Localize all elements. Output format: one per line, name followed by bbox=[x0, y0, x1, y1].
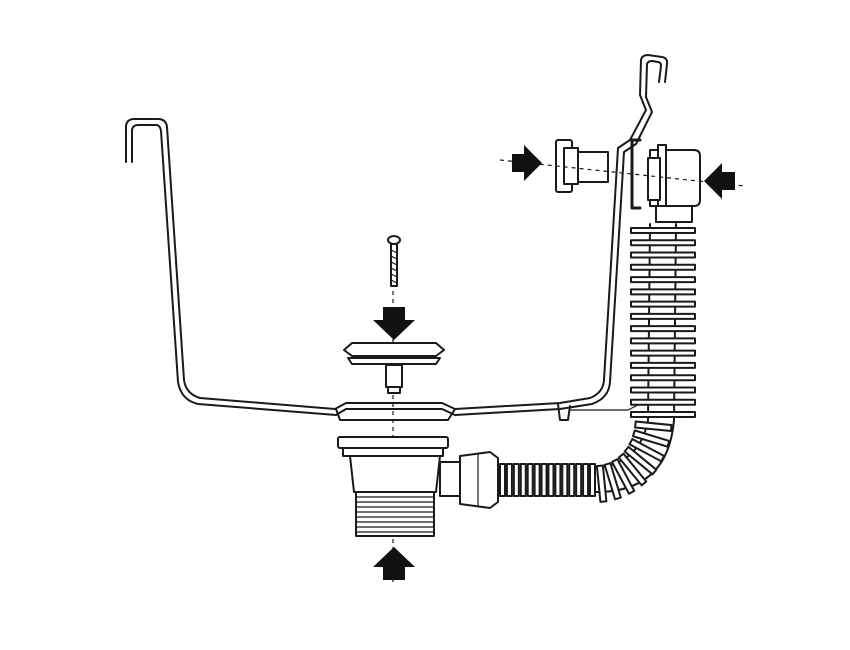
hose-ring bbox=[630, 349, 696, 357]
hose-ring bbox=[630, 398, 696, 406]
hose-ring bbox=[512, 463, 520, 497]
hose-ring bbox=[630, 337, 696, 345]
strainer-plug bbox=[343, 342, 445, 394]
sink-basin bbox=[125, 54, 669, 421]
hose-ring bbox=[540, 463, 548, 497]
arrow-right-overflow-cap-icon bbox=[512, 145, 542, 181]
hose-ring bbox=[630, 276, 696, 284]
hose-ring bbox=[611, 458, 636, 495]
hose-ring bbox=[630, 386, 696, 394]
overflow-cap bbox=[555, 139, 609, 193]
hose-ring bbox=[547, 463, 555, 497]
hose-ring bbox=[630, 300, 696, 308]
hose-ring bbox=[568, 463, 576, 497]
hose-ring bbox=[505, 463, 513, 497]
hose-ring bbox=[519, 463, 527, 497]
hose-ring bbox=[582, 463, 590, 497]
hose-ring bbox=[603, 462, 622, 501]
arrow-up-outlet-icon bbox=[373, 547, 415, 580]
hose-ring bbox=[561, 463, 569, 497]
overflow-axis-line bbox=[499, 159, 746, 187]
hose-ring bbox=[630, 288, 696, 296]
hose-ring bbox=[632, 429, 671, 448]
hose-ring bbox=[526, 463, 534, 497]
overflow-elbow bbox=[647, 144, 701, 223]
hose-ring bbox=[617, 452, 648, 487]
overflow-gasket bbox=[630, 138, 642, 210]
drain-outlet-body bbox=[337, 436, 461, 537]
hose-ring bbox=[499, 463, 506, 497]
hose-ring bbox=[630, 374, 696, 382]
hose-ring bbox=[628, 438, 666, 463]
hose-nut bbox=[459, 451, 499, 509]
hose-ring bbox=[630, 239, 696, 247]
hose-ring bbox=[630, 411, 696, 418]
hose-ring bbox=[630, 227, 696, 234]
arrow-left-overflow-elbow-icon bbox=[704, 163, 735, 199]
hose-ring bbox=[623, 445, 658, 476]
corrugated-overflow-hose bbox=[497, 223, 696, 503]
hose-ring bbox=[634, 420, 673, 433]
hose-ring bbox=[630, 251, 696, 259]
arrow-down-strainer-icon bbox=[373, 307, 415, 340]
hose-ring bbox=[533, 463, 541, 497]
hose-ring bbox=[630, 312, 696, 320]
hose-ring bbox=[595, 464, 608, 503]
hose-ring bbox=[554, 463, 562, 497]
drain-screw bbox=[387, 235, 401, 287]
hose-ring bbox=[575, 463, 583, 497]
hose-ring bbox=[630, 325, 696, 333]
hose-ring bbox=[630, 263, 696, 271]
hose-ring bbox=[589, 463, 596, 497]
hose-ring bbox=[630, 361, 696, 369]
